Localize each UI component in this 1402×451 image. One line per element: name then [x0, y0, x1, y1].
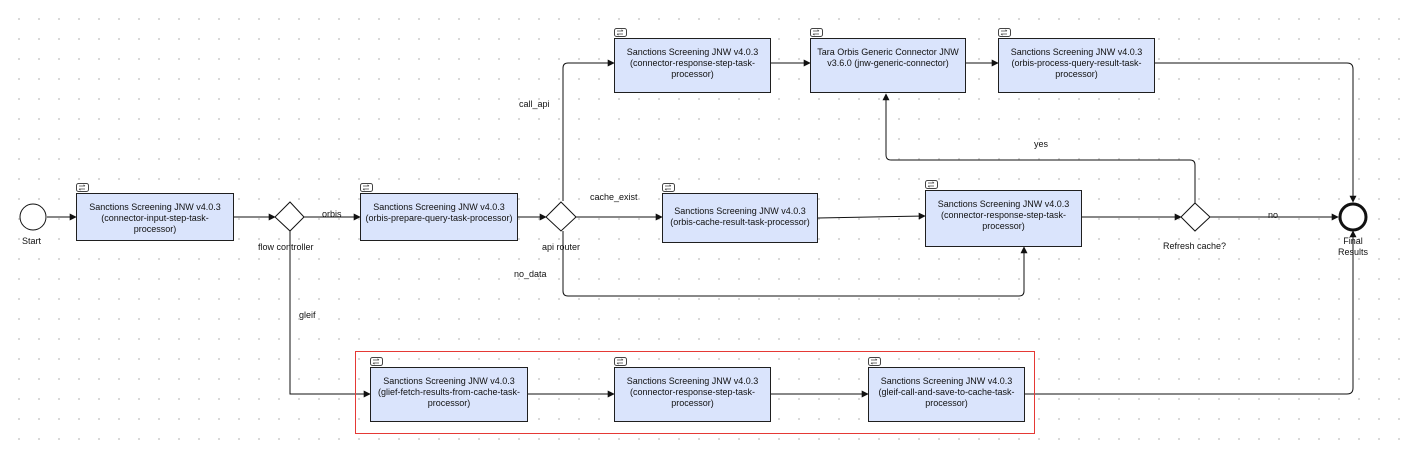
- api-router-label: api router: [542, 242, 581, 252]
- flow-gleif-call-save-to-final[interactable]: [1025, 230, 1357, 395]
- task-title: Sanctions Screening JNW v4.0.3: [383, 376, 515, 386]
- end-label: Final Results: [1337, 236, 1368, 257]
- highlight-box-gleif-path: [355, 351, 1035, 434]
- task-title: Sanctions Screening JNW v4.0.3: [89, 202, 221, 212]
- task-connector-response-step-mid[interactable]: Sanctions Screening JNW v4.0.3 (connecto…: [925, 180, 1082, 247]
- task-orbis-cache-result[interactable]: Sanctions Screening JNW v4.0.3 (orbis-ca…: [662, 183, 818, 243]
- flow-gleif[interactable]: [289, 231, 371, 398]
- task-subtitle: (connector-response-step-task-processor): [940, 210, 1067, 231]
- task-title: Sanctions Screening JNW v4.0.3: [1010, 47, 1143, 57]
- task-title: Sanctions Screening JNW v4.0.3: [674, 206, 806, 216]
- task-subtitle: (gleif-call-and-save-to-cache-task-proce…: [878, 387, 1015, 408]
- flow-controller-gateway[interactable]: [274, 201, 305, 232]
- flow-controller-label: flow controller: [258, 242, 314, 252]
- task-subtitle: (orbis-prepare-query-task-processor): [365, 213, 513, 223]
- task-subtitle: (connector-response-step-task-processor): [629, 58, 756, 79]
- edge-label-call-api: call_api: [519, 99, 550, 109]
- service-task-icon: [614, 357, 627, 366]
- start-event[interactable]: [19, 203, 47, 231]
- edge-label-yes: yes: [1034, 139, 1049, 149]
- task-subtitle: (connector-input-step-task-processor): [101, 213, 209, 234]
- task-gleif-call-and-save[interactable]: Sanctions Screening JNW v4.0.3 (gleif-ca…: [868, 357, 1025, 422]
- service-task-icon: [614, 28, 627, 37]
- task-gleif-fetch-results[interactable]: Sanctions Screening JNW v4.0.3 (glief-fe…: [370, 357, 528, 422]
- task-orbis-prepare-query[interactable]: Sanctions Screening JNW v4.0.3 (orbis-pr…: [360, 183, 518, 241]
- task-orbis-process-query-result[interactable]: Sanctions Screening JNW v4.0.3 (orbis-pr…: [998, 28, 1155, 93]
- service-task-icon: [76, 183, 89, 192]
- service-task-icon: [360, 183, 373, 192]
- task-title: Sanctions Screening JNW v4.0.3: [937, 199, 1070, 209]
- task-title: Sanctions Screening JNW v4.0.3: [880, 376, 1013, 386]
- task-subtitle: (connector-response-step-task-processor): [629, 387, 756, 408]
- refresh-cache-gateway[interactable]: [1180, 202, 1211, 232]
- flow-no-data[interactable]: [562, 231, 1028, 297]
- task-subtitle: v3.6.0 (jnw-generic-connector): [827, 58, 949, 68]
- refresh-cache-label: Refresh cache?: [1163, 241, 1227, 251]
- service-task-icon: [925, 180, 938, 189]
- edge-label-gleif: gleif: [299, 310, 316, 320]
- task-connector-response-step-api[interactable]: Sanctions Screening JNW v4.0.3 (connecto…: [614, 28, 771, 93]
- flow-cache-result-to-response[interactable]: [817, 212, 926, 220]
- edge-label-orbis: orbis: [322, 209, 342, 219]
- task-title: Tara Orbis Generic Connector JNW: [817, 47, 959, 57]
- service-task-icon: [370, 357, 383, 366]
- end-event[interactable]: [1338, 202, 1368, 232]
- api-router-gateway[interactable]: [545, 201, 577, 232]
- service-task-icon: [810, 28, 823, 37]
- task-gleif-connector-response-step[interactable]: Sanctions Screening JNW v4.0.3 (connecto…: [614, 357, 771, 422]
- start-label: Start: [22, 236, 42, 246]
- service-task-icon: [998, 28, 1011, 37]
- edge-label-no: no: [1268, 210, 1279, 220]
- flow-call-api[interactable]: [562, 59, 615, 201]
- task-subtitle: (orbis-cache-result-task-processor): [670, 217, 810, 227]
- task-subtitle: (glief-fetch-results-from-cache-task-pro…: [377, 387, 521, 408]
- task-generic-connector[interactable]: Tara Orbis Generic Connector JNW v3.6.0 …: [810, 28, 966, 93]
- flow-process-result-to-final[interactable]: [1155, 62, 1357, 203]
- task-subtitle: (orbis-process-query-result-task-process…: [1011, 58, 1142, 79]
- task-connector-input-step[interactable]: Sanctions Screening JNW v4.0.3 (connecto…: [76, 183, 234, 241]
- edge-label-cache-exist: cache_exist: [590, 192, 638, 202]
- edge-label-no-data: no_data: [514, 269, 547, 279]
- task-title: Sanctions Screening JNW v4.0.3: [626, 376, 759, 386]
- service-task-icon: [662, 183, 675, 192]
- task-title: Sanctions Screening JNW v4.0.3: [626, 47, 759, 57]
- task-title: Sanctions Screening JNW v4.0.3: [373, 202, 505, 212]
- flow-refresh-yes[interactable]: [882, 93, 1196, 203]
- service-task-icon: [868, 357, 881, 366]
